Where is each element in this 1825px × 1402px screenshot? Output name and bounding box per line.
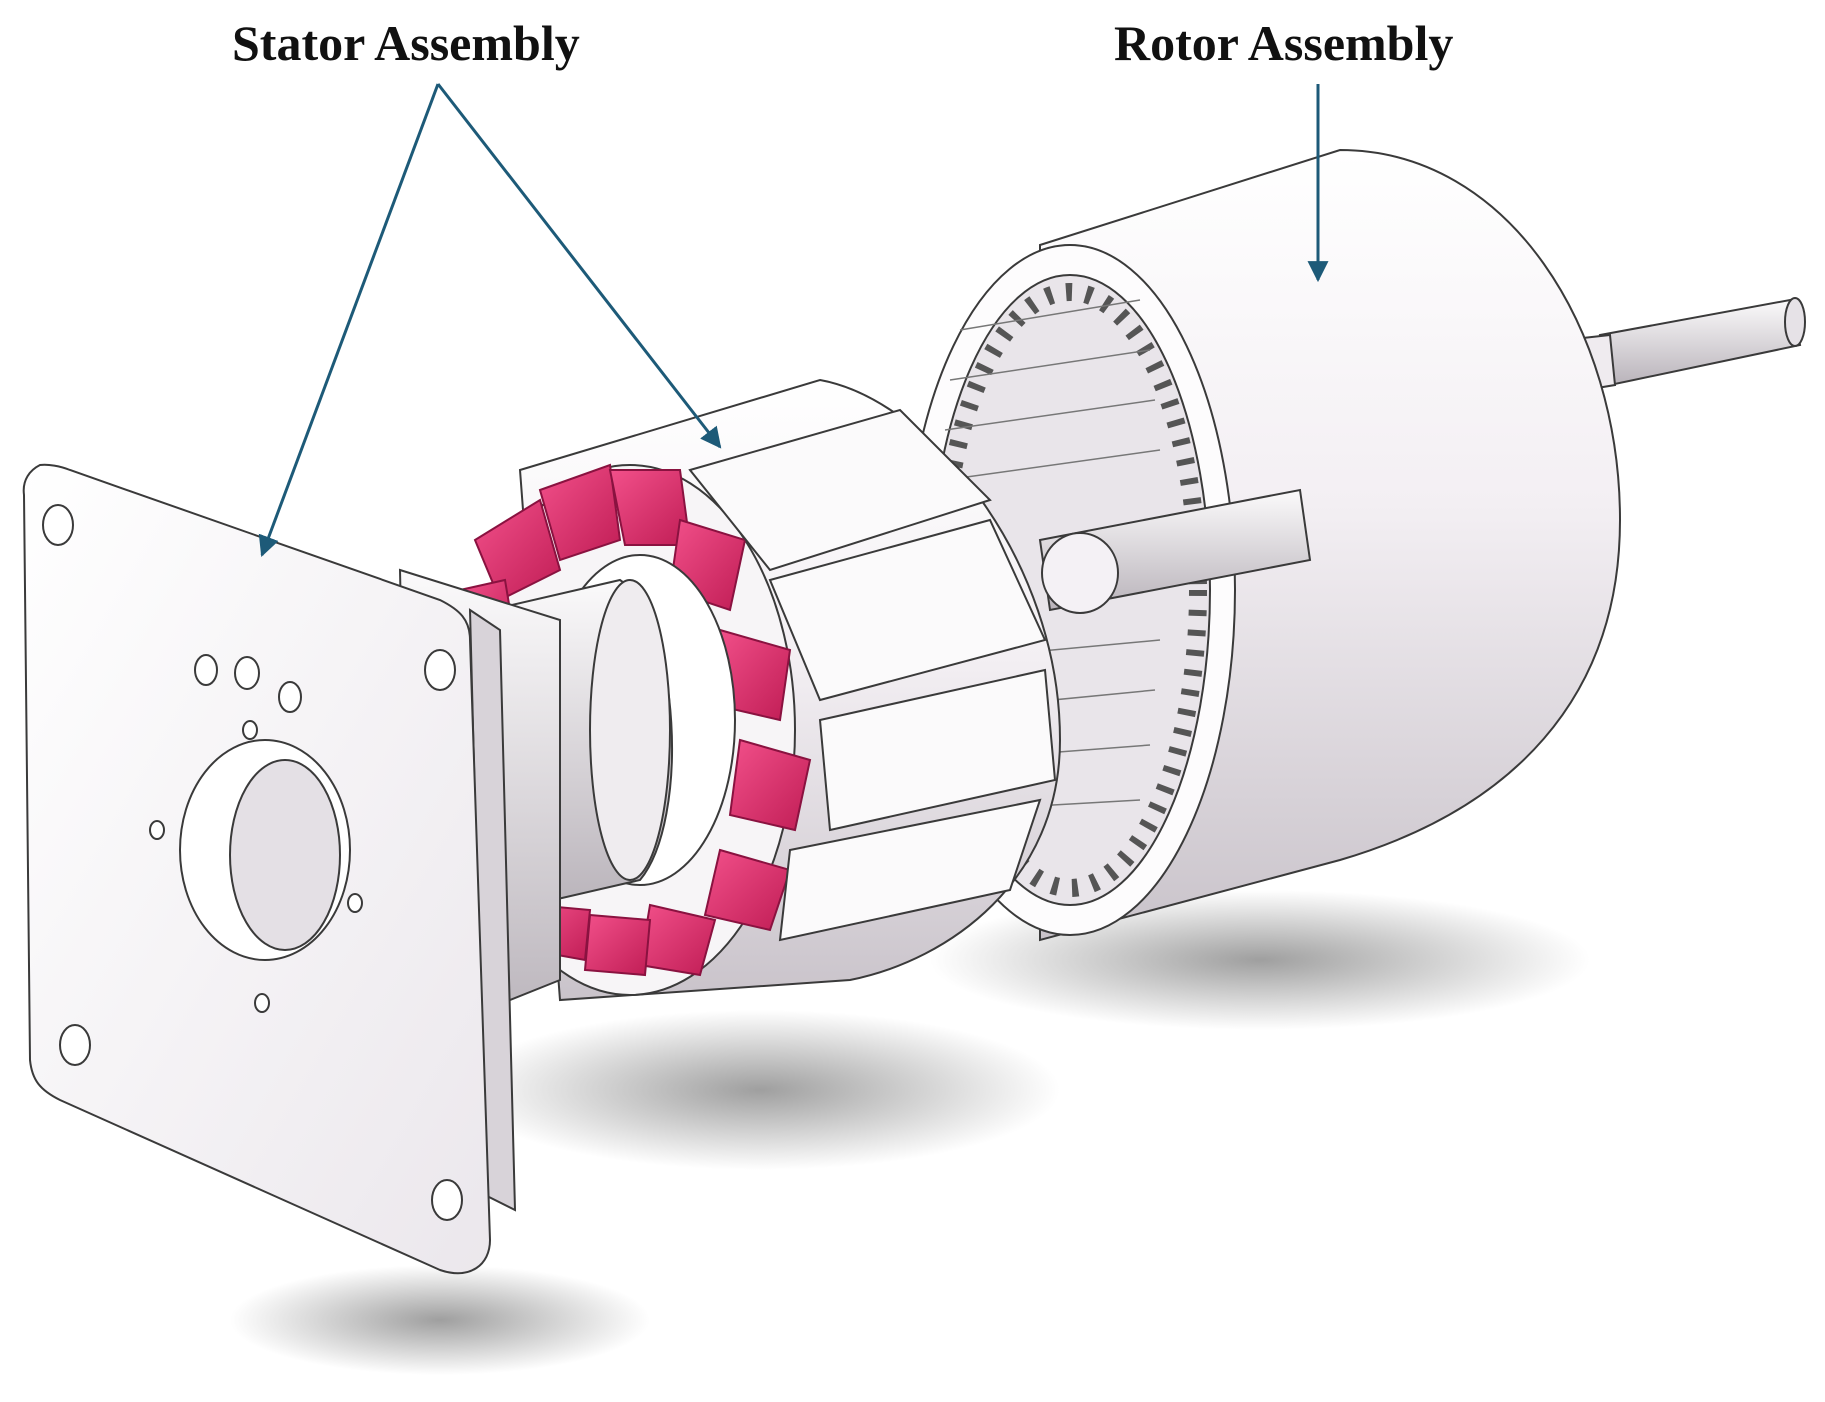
stator-teeth bbox=[688, 408, 1057, 942]
coil bbox=[583, 913, 652, 977]
rotor-inner-hub bbox=[1041, 532, 1119, 614]
stator-assembly-label: Stator Assembly bbox=[232, 15, 580, 71]
rotor-assembly-label: Rotor Assembly bbox=[1114, 15, 1454, 71]
coil bbox=[728, 738, 812, 832]
shadow-stator bbox=[460, 1010, 1060, 1170]
mounting-hole bbox=[431, 1179, 463, 1221]
mounting-hole bbox=[424, 649, 456, 691]
arrow-stator-plate bbox=[258, 83, 440, 557]
callout-arrows bbox=[258, 83, 1329, 557]
rotor-shaft bbox=[1598, 298, 1802, 387]
stator-assembly bbox=[458, 378, 1062, 1002]
coil bbox=[473, 498, 562, 602]
mounting-hole bbox=[42, 504, 74, 546]
coil bbox=[703, 848, 792, 932]
mounting-plate bbox=[22, 463, 561, 1275]
mounting-hole bbox=[59, 1024, 91, 1066]
coil bbox=[538, 463, 622, 562]
shadow-plate bbox=[230, 1265, 650, 1375]
arrow-stator-core bbox=[436, 83, 722, 449]
